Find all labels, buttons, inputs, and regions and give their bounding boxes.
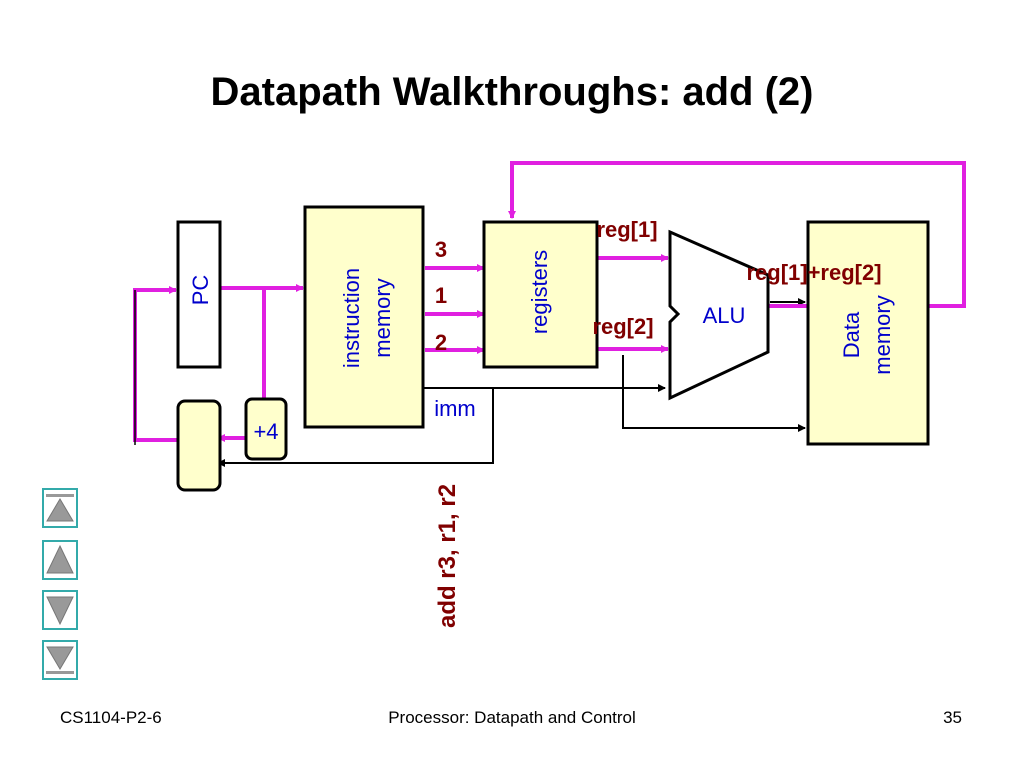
- alu-label: ALU: [703, 303, 746, 328]
- inactive-wires: [217, 298, 806, 467]
- previous-slide-icon: [42, 540, 78, 580]
- last-slide-button[interactable]: [42, 640, 78, 680]
- footer-topic: Processor: Datapath and Control: [388, 708, 636, 727]
- registers-label: registers: [527, 250, 552, 334]
- instruction-label: add r3, r1, r2: [434, 484, 461, 628]
- pc-label: PC: [188, 275, 213, 306]
- imm-label: imm: [434, 396, 476, 421]
- data-memory-label-1: Data: [839, 311, 864, 358]
- plus4-label: +4: [253, 419, 278, 444]
- reg2-value-label: reg[2]: [592, 314, 653, 339]
- plus4-adder: [244, 397, 288, 461]
- footer-page-number: 35: [943, 708, 962, 727]
- wire-mux-to-pc: [133, 286, 178, 442]
- pc-mux: [176, 399, 222, 492]
- last-slide-icon: [42, 640, 78, 680]
- first-slide-button[interactable]: [42, 488, 78, 528]
- registers-block: [482, 220, 599, 369]
- instruction-memory-label-2: memory: [370, 278, 395, 357]
- previous-slide-button[interactable]: [42, 540, 78, 580]
- slide-title: Datapath Walkthroughs: add (2): [210, 70, 814, 114]
- reg1-value-label: reg[1]: [596, 217, 657, 242]
- first-slide-icon: [42, 488, 78, 528]
- next-slide-icon: [42, 590, 78, 630]
- field-1-label: 1: [435, 283, 447, 308]
- data-memory: [806, 220, 930, 446]
- alu-block: [668, 229, 770, 401]
- wire-reg2-to-datamem: [622, 355, 806, 432]
- next-slide-button[interactable]: [42, 590, 78, 630]
- field-3-label: 3: [435, 237, 447, 262]
- sum-value-label: reg[1]+reg[2]: [746, 260, 881, 285]
- data-memory-label-2: memory: [870, 295, 895, 374]
- footer-course-code: CS1104-P2-6: [60, 708, 162, 727]
- instruction-memory-label-1: instruction: [339, 268, 364, 368]
- field-2-label: 2: [435, 330, 447, 355]
- instruction-memory: [303, 205, 425, 429]
- pc-register: [176, 220, 222, 369]
